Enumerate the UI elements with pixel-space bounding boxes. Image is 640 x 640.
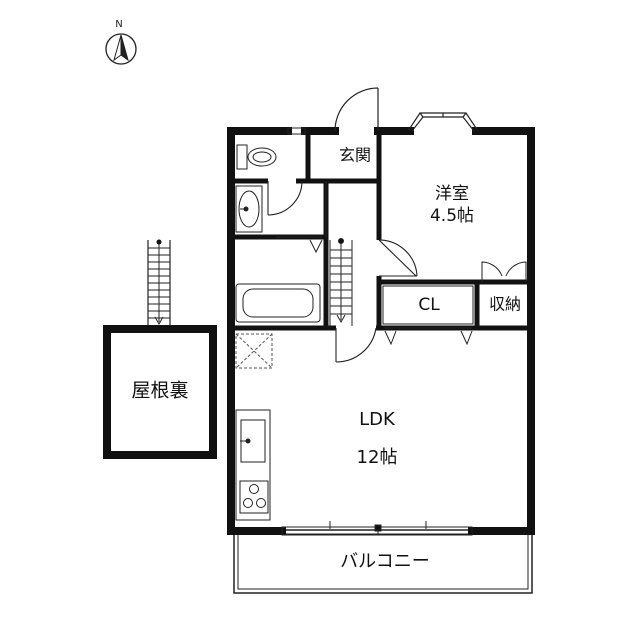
western-room-size: 4.5帖 (430, 206, 474, 226)
north-label: N (115, 17, 122, 28)
western-room-name: 洋室 (435, 184, 469, 204)
north-arrow-icon: N (105, 17, 137, 65)
entrance-door[interactable] (334, 87, 379, 132)
ldk-balcony-window[interactable] (281, 521, 473, 536)
closet-box (382, 285, 474, 325)
kitchen-counter (235, 409, 271, 521)
bay-window (407, 112, 479, 132)
storage-doors[interactable] (481, 261, 527, 282)
bath-door[interactable] (276, 236, 323, 254)
interior-walls (231, 131, 531, 331)
closet-doors[interactable] (384, 327, 473, 346)
genkan-label: 玄関 (339, 146, 371, 165)
balcony (233, 529, 533, 594)
ldk-name: LDK (359, 409, 396, 430)
wash-basin-icon (235, 185, 263, 233)
toilet-icon (236, 144, 277, 170)
bathtub-icon (235, 283, 321, 323)
refrigerator-space (235, 333, 273, 369)
attic-room (103, 325, 217, 459)
interior-stairs (329, 238, 353, 326)
attic-label: 屋根裏 (131, 380, 188, 402)
ldk-door[interactable] (335, 327, 377, 363)
ldk-size: 12帖 (357, 447, 398, 468)
storage-label: 収納 (489, 295, 521, 314)
western-room-door[interactable] (378, 239, 418, 277)
outer-walls (227, 127, 535, 535)
balcony-label: バルコニー (340, 551, 430, 572)
attic-ladder (147, 239, 171, 326)
toilet-window (287, 127, 306, 135)
stove-icon (239, 480, 269, 514)
washroom-door[interactable] (267, 180, 303, 216)
closet-label: CL (418, 295, 440, 315)
